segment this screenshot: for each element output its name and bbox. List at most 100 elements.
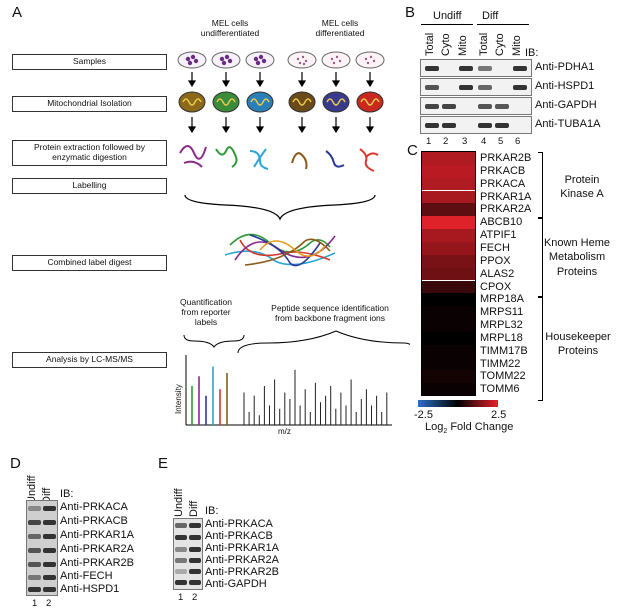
- antibody-label: Anti-TUBA1A: [535, 118, 601, 130]
- gene-label: TIMM17B: [480, 344, 528, 357]
- blot-hspd1: [420, 78, 532, 96]
- gene-label: MRPL18: [480, 331, 523, 344]
- panel-letter-e: E: [158, 455, 169, 472]
- gene-label: PRKAR1A: [480, 190, 532, 203]
- heatmap-border: [421, 151, 476, 397]
- step-mitochondrial-isolation: Mitochondrial Isolation: [12, 96, 167, 112]
- blot-gapdh: [420, 97, 532, 115]
- lane-header: Mito: [457, 35, 469, 56]
- lane-header: Undiff: [173, 488, 185, 517]
- gene-label: FECH: [480, 241, 510, 254]
- heatmap-cell: [422, 216, 476, 230]
- arrow-down-icon: [187, 72, 375, 88]
- lane-number: 4: [481, 136, 487, 147]
- ib-label: IB:: [205, 505, 219, 517]
- gene-label: CPOX: [480, 280, 512, 293]
- antibody-label: Anti-PRKAR1A: [60, 529, 134, 541]
- antibody-label: Anti-PRKAR1A: [205, 542, 279, 554]
- combine-brace: [184, 194, 376, 221]
- lane-header: Total: [478, 32, 490, 56]
- gene-label: PRKACA: [480, 177, 526, 190]
- peptide-brace: [237, 330, 410, 354]
- heatmap-cell: [422, 293, 476, 307]
- scale-max-label: 2.5: [491, 409, 507, 421]
- gene-label: PRKAR2A: [480, 203, 532, 216]
- group-label-heme: Known Heme Metabolism Proteins: [543, 237, 611, 278]
- heatmap-cell: [422, 203, 476, 217]
- fragment-peaks: [243, 369, 388, 425]
- heatmap-cell: [422, 370, 476, 384]
- arrow-down-icon: [187, 117, 375, 134]
- blot-pdha1: [420, 59, 532, 77]
- gene-label: TIMM22: [480, 357, 521, 370]
- gene-label: MRPS11: [480, 306, 524, 319]
- heatmap-cell: [422, 229, 476, 242]
- panel-letter-a: A: [12, 4, 23, 21]
- peptide-identification-label: Peptide sequence identification from bac…: [271, 303, 389, 324]
- panel-letter-d: D: [10, 455, 21, 472]
- antibody-label: Anti-PRKAR2A: [205, 554, 279, 566]
- blot-tuba1a: [420, 116, 532, 134]
- ib-label: IB:: [525, 47, 539, 59]
- gene-label: ATPIF1: [480, 229, 517, 242]
- gene-label: TOMM6: [480, 383, 520, 396]
- lane-header: Cyto: [440, 33, 452, 56]
- step-labelling: Labelling: [12, 178, 167, 194]
- gene-label: PPOX: [480, 254, 511, 267]
- antibody-label: Anti-PRKAR2A: [60, 543, 134, 555]
- heatmap-cell: [422, 267, 476, 281]
- heatmap-cell: [422, 344, 476, 358]
- mitochondria-icon: [178, 91, 384, 113]
- quant-brace: [183, 334, 245, 348]
- gene-label: PRKAR2B: [480, 152, 532, 164]
- gene-label: MRP18A: [480, 293, 525, 306]
- group-bracket: [538, 218, 543, 297]
- antibody-label: Anti-PRKACB: [205, 530, 273, 542]
- combined-digest-icon: [224, 233, 336, 267]
- color-scale-bar: [418, 400, 498, 407]
- gene-label: PRKACB: [480, 164, 526, 177]
- lane-header: Total: [424, 32, 436, 56]
- lane-number: 3: [462, 136, 468, 147]
- panel-letter-c: C: [407, 142, 418, 159]
- heatmap-cell: [422, 254, 476, 268]
- lane-number: 1: [426, 136, 432, 147]
- quantification-label: Quantification from reporter labels: [180, 297, 232, 328]
- scale-min-label: -2.5: [414, 409, 433, 421]
- blot-panel-e: [173, 518, 203, 590]
- diff-header: Diff: [482, 10, 499, 22]
- antibody-label: Anti-GAPDH: [535, 99, 597, 111]
- lane-header: Cyto: [494, 33, 506, 56]
- lane-number: 2: [192, 592, 198, 603]
- lane-number: 6: [515, 136, 521, 147]
- heatmap-cell: [422, 152, 476, 165]
- lane-number: 2: [46, 598, 52, 609]
- lane-header: Diff: [188, 500, 200, 517]
- lane-number: 1: [32, 598, 38, 609]
- gene-label: MRPL32: [480, 319, 523, 332]
- heatmap-cell: [422, 241, 476, 255]
- heatmap-cell: [422, 383, 476, 397]
- undiff-bracket: [421, 24, 473, 25]
- diff-bracket: [477, 24, 529, 25]
- lane-number: 5: [498, 136, 504, 147]
- blot-panel-d: [26, 500, 58, 596]
- group-differentiated-label: MEL cells differentiated: [315, 18, 365, 39]
- group-bracket: [538, 152, 543, 218]
- antibody-label: Anti-PRKACB: [60, 515, 128, 527]
- heatmap-cell: [422, 190, 476, 204]
- group-label-pka: Protein Kinase A: [560, 174, 604, 201]
- heatmap-cell: [422, 357, 476, 371]
- lane-number: 2: [443, 136, 449, 147]
- antibody-label: Anti-FECH: [60, 570, 113, 582]
- undiff-header: Undiff: [433, 10, 462, 22]
- lane-number: 1: [178, 592, 184, 603]
- antibody-label: Anti-HSPD1: [60, 583, 120, 595]
- lane-header: Mito: [511, 35, 523, 56]
- heatmap-cell: [422, 306, 476, 319]
- antibody-label: Anti-GAPDH: [205, 578, 267, 590]
- heatmap-cell: [422, 177, 476, 191]
- step-protein-extraction: Protein extraction followed by enzymatic…: [12, 140, 167, 166]
- group-bracket: [538, 297, 543, 401]
- ib-label: IB:: [60, 488, 74, 500]
